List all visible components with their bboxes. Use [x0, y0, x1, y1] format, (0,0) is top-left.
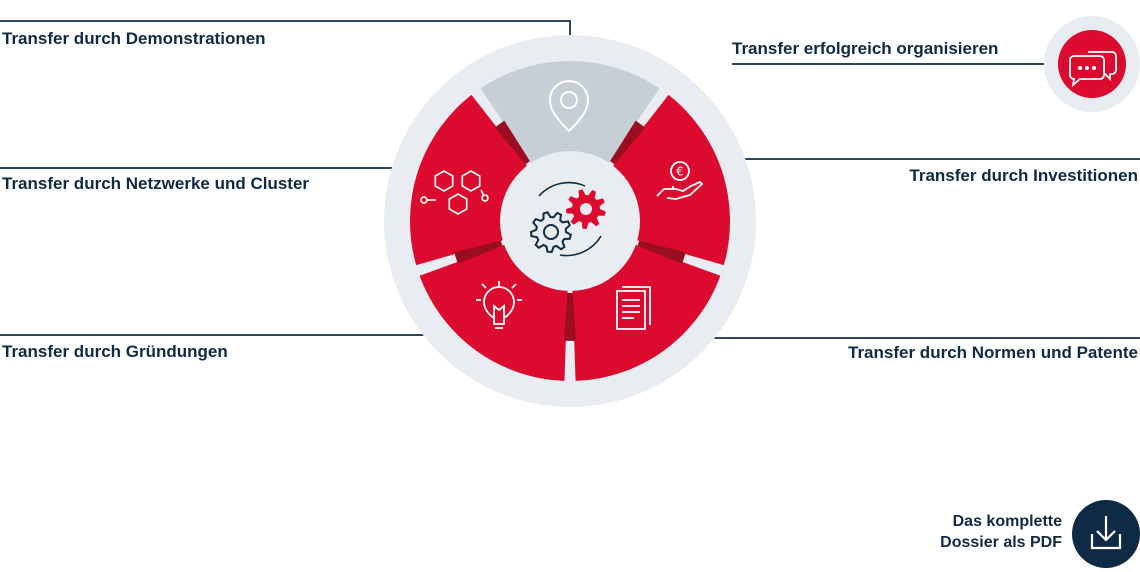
label-organisieren[interactable]: Transfer erfolgreich organisieren — [732, 39, 999, 58]
download-dossier-text[interactable]: Das komplette Dossier als PDF — [940, 511, 1062, 553]
segment-divider — [610, 120, 646, 165]
connector-netzwerke — [0, 167, 408, 169]
connector-investitionen — [726, 158, 1140, 160]
label-investitionen[interactable]: Transfer durch Investitionen — [909, 166, 1138, 185]
connector-demonstrationen-h — [0, 20, 570, 22]
organisieren-badge[interactable] — [1058, 30, 1126, 98]
document-icon — [616, 286, 651, 330]
segment-divider — [564, 292, 576, 341]
lightbulb-icon — [476, 281, 522, 329]
segment-investitionen[interactable] — [611, 94, 730, 266]
connector-normen — [694, 337, 1140, 339]
label-netzwerke[interactable]: Transfer durch Netzwerke und Cluster — [2, 174, 310, 193]
segment-demonstrationen[interactable] — [480, 60, 660, 165]
connector-gruendungen — [0, 334, 440, 336]
chat-bubbles-icon — [1069, 51, 1117, 88]
label-normen[interactable]: Transfer durch Normen und Patente — [848, 343, 1138, 362]
wheel-center-hub — [500, 151, 640, 291]
download-pdf-button[interactable] — [1072, 500, 1140, 568]
label-demonstrationen[interactable]: Transfer durch Demonstrationen — [2, 29, 266, 48]
segment-divider — [637, 240, 686, 264]
segment-netzwerke[interactable] — [409, 94, 529, 266]
segment-divider — [494, 120, 530, 165]
label-gruendungen[interactable]: Transfer durch Gründungen — [2, 342, 228, 361]
download-icon — [1090, 516, 1122, 550]
connector-organisieren — [732, 63, 1050, 65]
download-text-line1: Das komplette — [952, 513, 1062, 530]
molecule-network-icon — [420, 170, 489, 215]
location-pin-icon — [548, 80, 590, 133]
download-text-line2: Dossier als PDF — [940, 534, 1062, 551]
hand-euro-icon: € — [656, 161, 704, 200]
gears-icon — [529, 181, 606, 257]
segment-divider — [454, 240, 503, 264]
connector-demonstrationen-v — [569, 20, 571, 50]
svg-text:€: € — [676, 165, 684, 179]
